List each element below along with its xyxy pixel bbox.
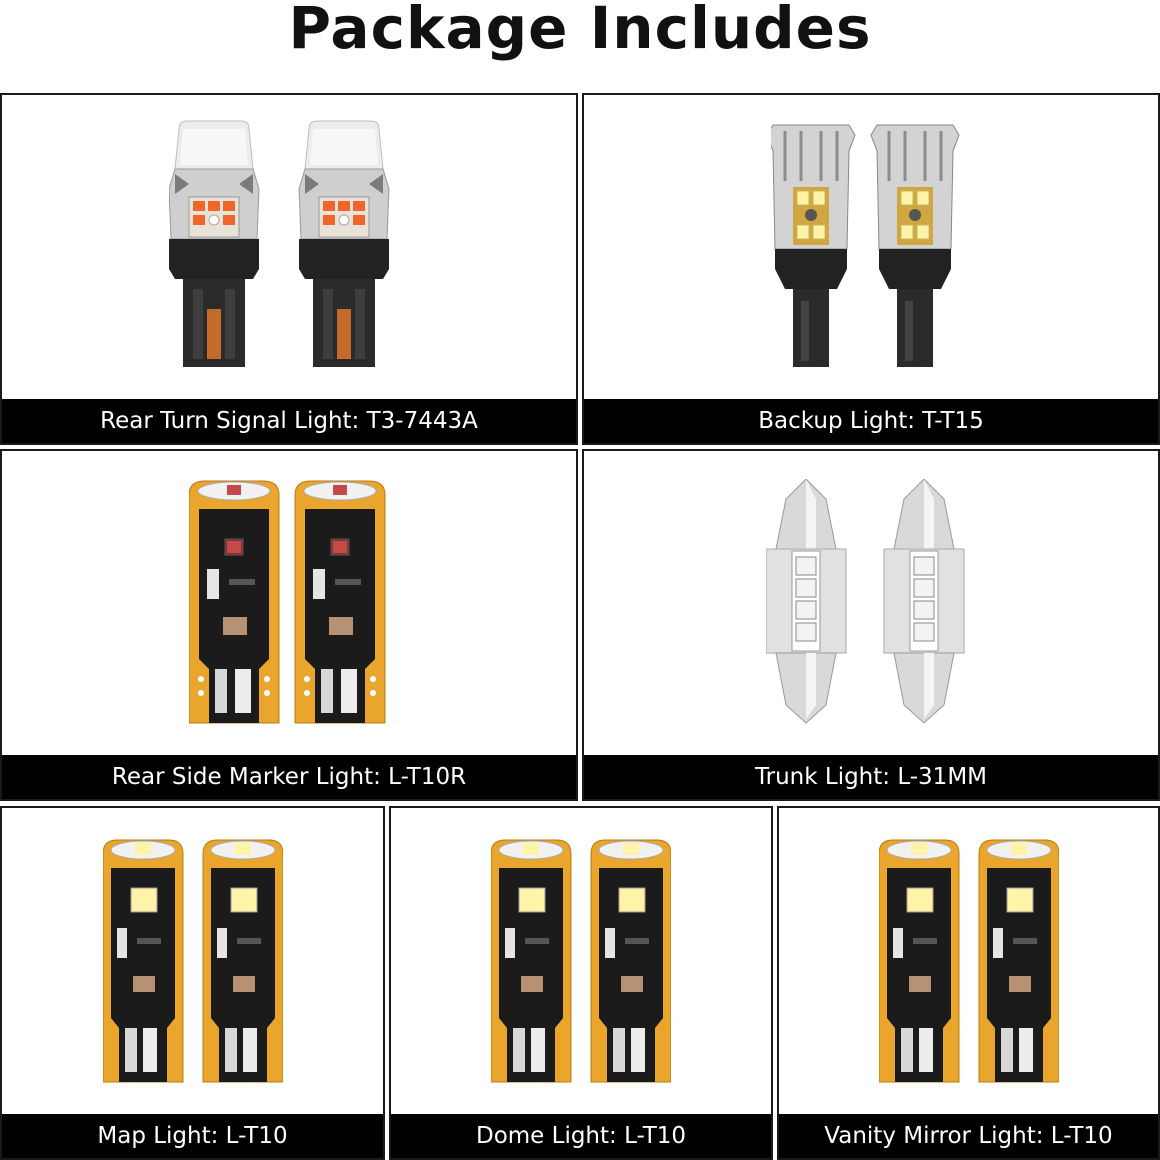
- backup-bulbs-image: [584, 95, 1158, 399]
- product-card-trunk: Trunk Light: L-31MM: [582, 449, 1160, 801]
- product-card-rear-turn-signal: Rear Turn Signal Light: T3-7443A: [0, 93, 578, 445]
- product-label: Rear Turn Signal Light: T3-7443A: [2, 399, 576, 443]
- product-card-dome: Dome Light: L-T10: [389, 806, 773, 1160]
- product-label: Backup Light: T-T15: [584, 399, 1158, 443]
- vanity-bulbs-image: [779, 808, 1158, 1114]
- product-card-side-marker: Rear Side Marker Light: L-T10R: [0, 449, 578, 801]
- side-marker-bulbs-image: [2, 451, 576, 755]
- product-label: Vanity Mirror Light: L-T10: [779, 1114, 1158, 1158]
- product-label: Trunk Light: L-31MM: [584, 755, 1158, 799]
- product-label: Rear Side Marker Light: L-T10R: [2, 755, 576, 799]
- turn-signal-bulbs-image: [2, 95, 576, 399]
- festoon-bulbs-image: [584, 451, 1158, 755]
- product-label: Map Light: L-T10: [2, 1114, 383, 1158]
- product-card-map: Map Light: L-T10: [0, 806, 385, 1160]
- product-label: Dome Light: L-T10: [391, 1114, 771, 1158]
- page-title: Package Includes: [288, 0, 872, 62]
- dome-bulbs-image: [391, 808, 771, 1114]
- product-card-vanity-mirror: Vanity Mirror Light: L-T10: [777, 806, 1160, 1160]
- map-bulbs-image: [2, 808, 383, 1114]
- product-card-backup: Backup Light: T-T15: [582, 93, 1160, 445]
